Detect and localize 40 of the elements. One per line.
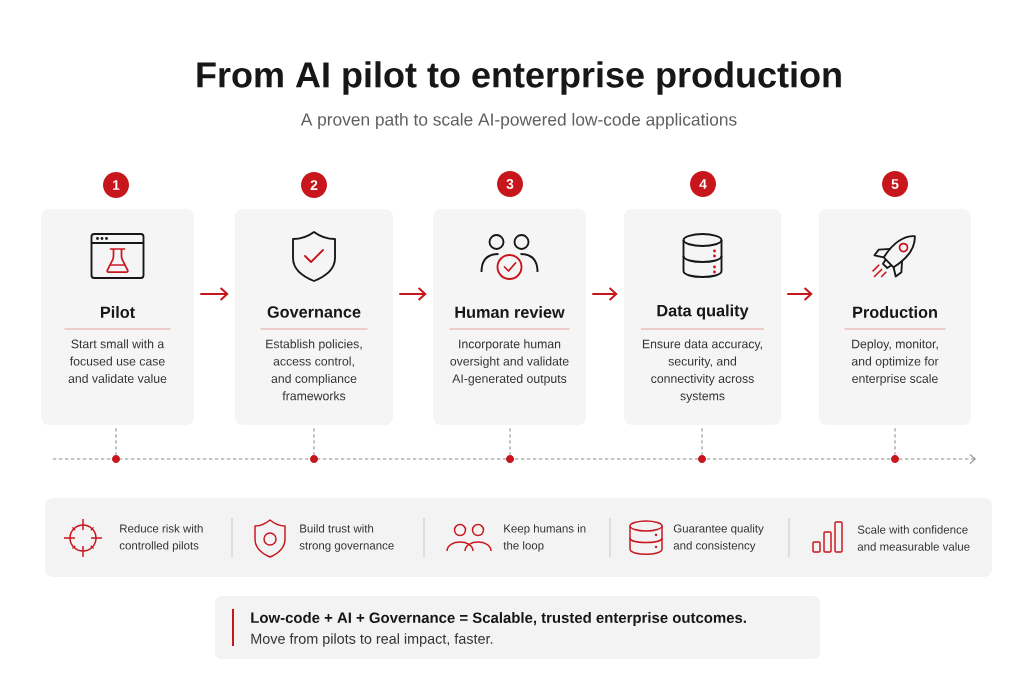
- step-card: [819, 209, 971, 425]
- card-description: Deploy, monitor, and optimize for enterprise scale: [851, 339, 939, 386]
- callout-box: [215, 596, 820, 659]
- callout-heading: Low-code + AI + Governance = Scalable, trusted enterprise outcomes.: [251, 612, 746, 626]
- callout-text: Move from pilots to real impact, faster.: [251, 633, 493, 647]
- number-badge: 3: [497, 171, 523, 197]
- arrow: [398, 287, 427, 301]
- subtitle: A proven path to scale AI-powered low-code applications: [300, 112, 737, 130]
- number-badge: 5: [882, 171, 908, 197]
- benefit-text: Build trust with strong governance: [299, 524, 394, 552]
- card-heading: Production: [853, 306, 937, 318]
- arrow: [199, 287, 229, 301]
- card-heading: Governance: [267, 306, 361, 318]
- number-badge: 1: [103, 172, 129, 198]
- number-badge: 2: [301, 172, 327, 198]
- card-description: Ensure data accuracy, security, and connectivity across systems: [642, 339, 762, 403]
- benefit-text: Scale with confidence and measurable value: [857, 525, 970, 551]
- step-card: [41, 209, 194, 425]
- arrow: [591, 287, 618, 301]
- card-heading: Human review: [455, 306, 565, 318]
- benefit-text: Reduce risk with controlled pilots: [119, 524, 203, 552]
- card-heading: Data quality: [657, 304, 749, 320]
- card-description: Establish policies, access control, and compliance frameworks: [266, 339, 362, 401]
- arrow: [786, 287, 813, 301]
- connector-line: [701, 427, 703, 456]
- step-card: [433, 209, 586, 425]
- card-description: Incorporate human oversight and validate AI-generated outputs: [450, 339, 569, 386]
- benefit-text: Guarantee quality and consistency: [673, 524, 764, 552]
- connector-line: [313, 427, 315, 456]
- step-card: [624, 209, 781, 425]
- benefit-text: Keep humans in the loop: [503, 524, 586, 552]
- card-description: Start small with a focused use case and validate value: [68, 339, 167, 383]
- number-badge: 4: [690, 171, 716, 197]
- step-card: [235, 209, 393, 425]
- card-heading: Pilot: [100, 306, 135, 318]
- benefits-panel: [45, 498, 992, 577]
- connector-line: [115, 427, 117, 456]
- connector-line: [509, 427, 511, 456]
- connector-line: [894, 427, 896, 456]
- title: From AI pilot to enterprise production: [197, 61, 841, 95]
